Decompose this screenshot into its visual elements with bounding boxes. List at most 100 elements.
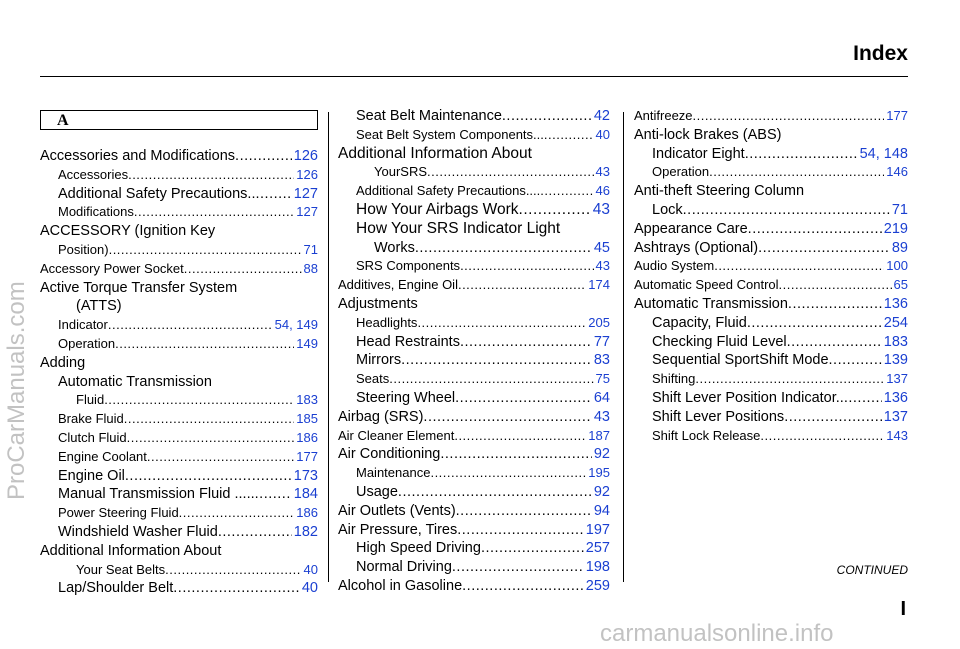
index-entry[interactable]: SRS Components43 bbox=[338, 257, 610, 276]
page-reference-link[interactable]: 40 bbox=[303, 561, 318, 577]
index-entry[interactable]: Usage92 bbox=[338, 483, 610, 502]
page-reference-link[interactable]: 185 bbox=[296, 411, 318, 427]
page-reference-link[interactable]: 45 bbox=[593, 239, 610, 256]
page-reference-link[interactable]: 139 bbox=[883, 352, 908, 369]
page-reference-link[interactable]: 92 bbox=[593, 483, 610, 500]
index-entry[interactable]: Audio System100 bbox=[634, 257, 908, 276]
page-reference-link[interactable]: 184 bbox=[293, 486, 318, 503]
page-reference-link[interactable]: 183 bbox=[883, 333, 908, 350]
page-reference-link[interactable]: 136 bbox=[883, 295, 908, 312]
page-reference-link[interactable]: 71 bbox=[891, 201, 908, 218]
page-reference-link[interactable]: 43 bbox=[592, 200, 610, 218]
page-reference-link[interactable]: 64 bbox=[593, 389, 610, 406]
page-reference-link[interactable]: 182 bbox=[293, 523, 318, 540]
page-reference-link[interactable]: 197 bbox=[585, 521, 610, 538]
index-entry[interactable]: Works45 bbox=[338, 239, 610, 258]
index-entry[interactable]: Shift Lever Position Indicator..136 bbox=[634, 389, 908, 408]
index-entry[interactable]: Antifreeze177 bbox=[634, 107, 908, 126]
page-reference-link[interactable]: 254 bbox=[883, 314, 908, 331]
page-reference-link[interactable]: 137 bbox=[883, 408, 908, 425]
index-entry[interactable]: Additional Safety Precautions..127 bbox=[40, 185, 318, 204]
index-entry[interactable]: Accessories126 bbox=[40, 166, 318, 185]
page-reference-link[interactable]: 77 bbox=[593, 333, 610, 350]
index-entry[interactable]: Seat Belt System Components...40 bbox=[338, 126, 610, 145]
index-entry[interactable]: Maintenance195 bbox=[338, 464, 610, 483]
index-entry[interactable]: Sequential SportShift Mode139 bbox=[634, 351, 908, 370]
index-entry[interactable]: Additional Safety Precautions....46 bbox=[338, 182, 610, 201]
index-entry[interactable]: Alcohol in Gasoline259 bbox=[338, 577, 610, 596]
page-reference-link[interactable]: 257 bbox=[585, 540, 610, 557]
index-entry[interactable]: Automatic Speed Control65 bbox=[634, 276, 908, 295]
page-reference-link[interactable]: 174 bbox=[588, 277, 610, 293]
index-entry[interactable]: Air Pressure, Tires197 bbox=[338, 521, 610, 540]
index-entry[interactable]: Head Restraints77 bbox=[338, 333, 610, 352]
index-entry[interactable]: Seat Belt Maintenance42 bbox=[338, 107, 610, 126]
index-entry[interactable]: Lock71 bbox=[634, 201, 908, 220]
page-reference-link[interactable]: 40 bbox=[301, 580, 318, 597]
page-reference-link[interactable]: 40 bbox=[595, 126, 610, 142]
index-entry[interactable]: Checking Fluid Level183 bbox=[634, 333, 908, 352]
page-reference-link[interactable]: 205 bbox=[588, 314, 610, 330]
page-reference-link[interactable]: 46 bbox=[595, 183, 610, 199]
page-reference-link[interactable]: 100 bbox=[886, 258, 908, 274]
page-reference-link[interactable]: 173 bbox=[293, 467, 318, 484]
page-reference-link[interactable]: 83 bbox=[593, 352, 610, 369]
index-entry[interactable]: Brake Fluid185 bbox=[40, 410, 318, 429]
index-entry[interactable]: Air Outlets (Vents)94 bbox=[338, 502, 610, 521]
index-entry[interactable]: Headlights205 bbox=[338, 314, 610, 333]
page-reference-link[interactable]: 195 bbox=[588, 465, 610, 481]
index-entry[interactable]: Position)71 bbox=[40, 241, 318, 260]
index-entry[interactable]: Manual Transmission Fluid .....184 bbox=[40, 485, 318, 504]
page-reference-link[interactable]: 94 bbox=[593, 502, 610, 519]
page-reference-link[interactable]: 54, 148 bbox=[859, 145, 908, 162]
page-reference-link[interactable]: 127 bbox=[293, 185, 318, 202]
index-entry[interactable]: Appearance Care219 bbox=[634, 220, 908, 239]
page-reference-link[interactable]: 186 bbox=[296, 505, 318, 521]
index-entry[interactable]: How Your Airbags Work43 bbox=[338, 201, 610, 220]
page-reference-link[interactable]: 259 bbox=[585, 577, 610, 594]
index-entry[interactable]: Shift Lock Release143 bbox=[634, 427, 908, 446]
index-entry[interactable]: Engine Oil173 bbox=[40, 467, 318, 486]
page-reference-link[interactable]: 43 bbox=[595, 164, 610, 180]
index-entry[interactable]: Air Conditioning92 bbox=[338, 445, 610, 464]
page-reference-link[interactable]: 92 bbox=[593, 446, 610, 463]
index-entry[interactable]: Power Steering Fluid186 bbox=[40, 504, 318, 523]
page-reference-link[interactable]: 43 bbox=[595, 258, 610, 274]
index-entry[interactable]: Steering Wheel64 bbox=[338, 389, 610, 408]
index-entry[interactable]: Modifications127 bbox=[40, 203, 318, 222]
index-entry[interactable]: Indicator Eight54, 148 bbox=[634, 145, 908, 164]
page-reference-link[interactable]: 186 bbox=[296, 429, 318, 445]
index-entry[interactable]: Seats75 bbox=[338, 370, 610, 389]
page-reference-link[interactable]: 127 bbox=[296, 204, 318, 220]
page-reference-link[interactable]: 71 bbox=[303, 241, 318, 257]
page-reference-link[interactable]: 126 bbox=[296, 166, 318, 182]
page-reference-link[interactable]: 136 bbox=[883, 389, 908, 406]
page-reference-link[interactable]: 42 bbox=[593, 108, 610, 124]
index-entry[interactable]: Windshield Washer Fluid182 bbox=[40, 523, 318, 542]
page-reference-link[interactable]: 54, 149 bbox=[274, 317, 318, 333]
page-reference-link[interactable]: 149 bbox=[296, 335, 318, 351]
index-entry[interactable]: Accessory Power Socket88 bbox=[40, 260, 318, 279]
page-reference-link[interactable]: 88 bbox=[303, 260, 318, 276]
index-entry[interactable]: Automatic Transmission136 bbox=[634, 295, 908, 314]
index-entry[interactable]: Operation149 bbox=[40, 335, 318, 354]
index-entry[interactable]: Shift Lever Positions137 bbox=[634, 408, 908, 427]
index-entry[interactable]: Ashtrays (Optional)89 bbox=[634, 239, 908, 258]
index-entry[interactable]: Fluid183 bbox=[40, 391, 318, 410]
page-reference-link[interactable]: 183 bbox=[296, 392, 318, 408]
page-reference-link[interactable]: 126 bbox=[293, 148, 318, 164]
page-reference-link[interactable]: 198 bbox=[585, 559, 610, 576]
index-entry[interactable]: Shifting137 bbox=[634, 370, 908, 389]
index-entry[interactable]: Engine Coolant177 bbox=[40, 448, 318, 467]
index-entry[interactable]: Air Cleaner Element187 bbox=[338, 427, 610, 446]
page-reference-link[interactable]: 65 bbox=[893, 277, 908, 293]
page-reference-link[interactable]: 75 bbox=[595, 371, 610, 387]
page-reference-link[interactable]: 177 bbox=[296, 448, 318, 464]
index-entry[interactable]: Lap/Shoulder Belt40 bbox=[40, 579, 318, 598]
index-entry[interactable]: Airbag (SRS)43 bbox=[338, 408, 610, 427]
page-reference-link[interactable]: 143 bbox=[886, 427, 908, 443]
index-entry[interactable]: Indicator54, 149 bbox=[40, 316, 318, 335]
page-reference-link[interactable]: 177 bbox=[886, 108, 908, 123]
index-entry[interactable]: Mirrors83 bbox=[338, 351, 610, 370]
page-reference-link[interactable]: 187 bbox=[588, 427, 610, 443]
